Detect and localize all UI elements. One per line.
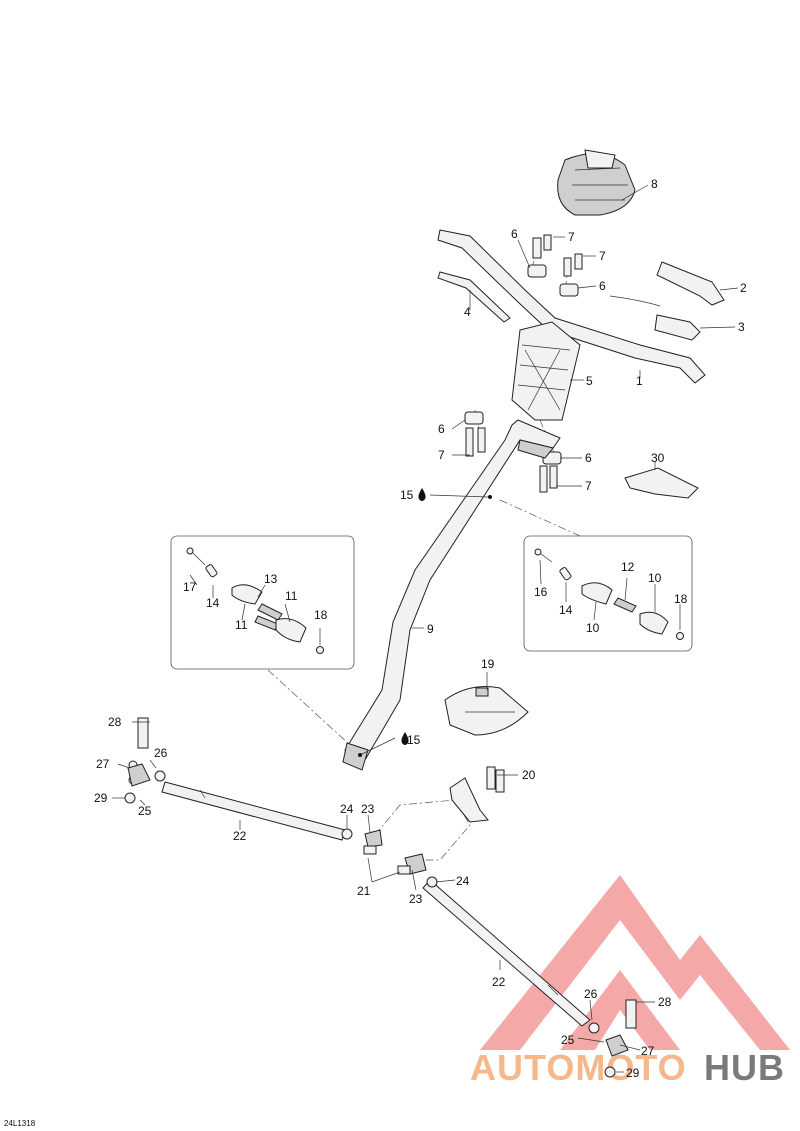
leader-lines	[112, 184, 739, 1073]
callout-10: 10	[586, 621, 600, 635]
part-2-cable	[609, 295, 661, 307]
diagram-code: 24L1318	[4, 1119, 36, 1128]
callout-4: 4	[464, 305, 471, 319]
callout-29: 29	[94, 791, 108, 805]
callout-11: 11	[235, 618, 248, 632]
part-5-riser	[511, 321, 581, 421]
callout-26: 26	[154, 746, 168, 760]
detail-right-parts	[534, 548, 684, 640]
callout-20: 20	[522, 768, 536, 782]
tie-rod-lower	[397, 853, 637, 1078]
callout-1: 1	[636, 374, 643, 388]
callout-14: 14	[206, 596, 220, 610]
callout-29: 29	[626, 1066, 640, 1080]
callout-28: 28	[108, 715, 122, 729]
callout-7: 7	[438, 448, 445, 462]
callout-16: 16	[534, 585, 548, 599]
callout-10: 10	[648, 571, 662, 585]
part-2-grip	[656, 261, 725, 306]
watermark-text-part2: HUB	[704, 1047, 785, 1088]
part-4-bar	[437, 271, 511, 323]
callout-14: 14	[559, 603, 573, 617]
callout-6: 6	[438, 422, 445, 436]
callout-23: 23	[361, 802, 375, 816]
connector-steering-arm	[374, 799, 471, 861]
callout-6: 6	[511, 227, 518, 241]
callout-25: 25	[561, 1033, 575, 1047]
callout-13: 13	[264, 572, 278, 586]
grease-droplet-icon	[358, 488, 492, 757]
callout-11: 11	[285, 589, 298, 603]
watermark-text-part1: AUTOMOTO	[470, 1047, 687, 1088]
callout-21: 21	[357, 884, 371, 898]
callout-2: 2	[740, 281, 747, 295]
watermark-logo: AUTOMOTO HUB	[470, 875, 790, 1088]
callout-12: 12	[621, 560, 635, 574]
callout-28: 28	[658, 995, 672, 1009]
callout-15: 15	[407, 733, 421, 747]
callout-3: 3	[738, 320, 745, 334]
callout-18: 18	[674, 592, 688, 606]
connector-left-box	[267, 669, 351, 746]
callout-5: 5	[586, 374, 593, 388]
callout-8: 8	[651, 177, 658, 191]
callout-26: 26	[584, 987, 598, 1001]
callout-7: 7	[568, 230, 575, 244]
callout-27: 27	[641, 1044, 655, 1058]
callout-19: 19	[481, 657, 495, 671]
callout-24: 24	[456, 874, 470, 888]
callout-23: 23	[409, 892, 423, 906]
callout-18: 18	[314, 608, 328, 622]
tie-rod-upper	[124, 717, 383, 855]
part-1-handlebar	[437, 229, 706, 384]
callout-7: 7	[585, 479, 592, 493]
part-7-bolts	[465, 234, 583, 493]
callout-7: 7	[599, 249, 606, 263]
part-9-steering-column	[342, 419, 561, 771]
callout-6: 6	[585, 451, 592, 465]
detail-box-left	[170, 535, 355, 670]
callout-25: 25	[138, 804, 152, 818]
callout-15: 15	[400, 488, 414, 502]
callout-9: 9	[427, 622, 434, 636]
callout-24: 24	[340, 802, 354, 816]
part-20-steering-arm	[449, 766, 505, 823]
callout-27: 27	[96, 757, 110, 771]
callout-6: 6	[599, 279, 606, 293]
part-3-grip	[654, 314, 701, 341]
callout-17: 17	[183, 580, 197, 594]
callout-22: 22	[492, 975, 506, 989]
detail-box-right	[523, 535, 693, 652]
connector-right-box	[499, 499, 581, 537]
part-19-cover	[444, 686, 529, 736]
part-30-bracket	[624, 467, 699, 499]
part-8-handlebar-pad	[557, 149, 636, 216]
callout-labels: 8 6 7 7 6 2 4 3 5 1 6 7 6 30 7 15 17 13 …	[4, 177, 747, 1128]
detail-left-parts	[186, 547, 324, 654]
callout-30: 30	[651, 451, 665, 465]
callout-22: 22	[233, 829, 247, 843]
